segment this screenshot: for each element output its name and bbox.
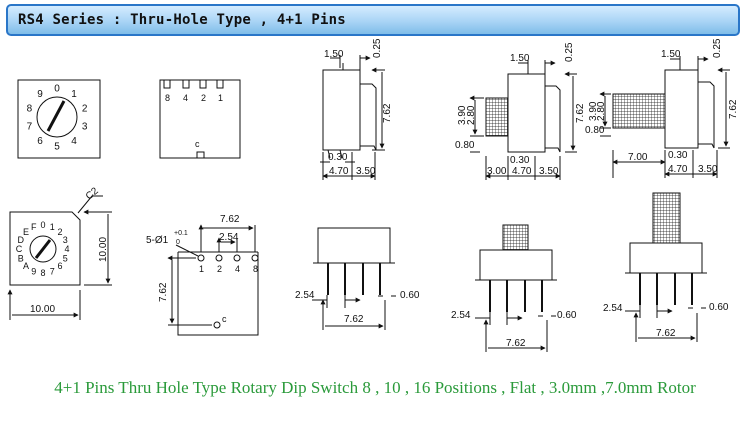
dim-right: 0.25 (372, 38, 383, 58)
dial-digit: 3 (63, 235, 68, 245)
footprint-pin-1: 1 (199, 264, 204, 274)
dial-digit: 4 (64, 244, 69, 254)
dim-width: 7.62 (506, 338, 526, 349)
pcb-footprint: 7.62 2.54 7.62 5-Ø1 +0.1 0 1 2 4 8 c (146, 214, 259, 336)
dim-pin: 0.60 (557, 310, 577, 321)
hole-label: 5-Ø1 (146, 235, 169, 246)
dim-top: 1.50 (510, 53, 530, 64)
dial-digit: C (16, 244, 23, 254)
dial-digit: 8 (27, 104, 33, 115)
dim-w1: 4.70 (668, 164, 688, 175)
dim-pitch: 2.54 (603, 303, 623, 314)
dim-w2: 3.50 (356, 166, 376, 177)
dial-digit: 1 (71, 89, 77, 100)
footprint-pin-4: 4 (235, 264, 240, 274)
dim-act1: 3.90 (457, 105, 468, 125)
dim-pin: 0.30 (328, 152, 348, 163)
dim-width: 7.62 (344, 314, 364, 325)
dial-digit: 0 (40, 220, 45, 230)
footprint-common: c (222, 314, 227, 324)
pin-label-4: 4 (183, 93, 188, 103)
dim-pitch: 2.54 (451, 310, 471, 321)
dim-pitch: 2.54 (295, 290, 315, 301)
dial-digit: 5 (54, 142, 60, 153)
dim-height: 7.62 (382, 103, 393, 123)
dial-digit: A (23, 261, 29, 271)
dim-rotor: 3.00 (487, 166, 507, 177)
dim-left: 0.80 (585, 125, 605, 136)
footer-caption: 4+1 Pins Thru Hole Type Rotary Dip Switc… (54, 378, 696, 397)
dim-pin: 0.60 (400, 290, 420, 301)
common-label: c (195, 139, 200, 149)
dim-act2: 2.80 (466, 105, 477, 125)
dial-digit: B (18, 253, 24, 263)
footprint-pin-8: 8 (253, 264, 258, 274)
dial-digit: 0 (54, 84, 60, 95)
front-view-7mm: 2.54 7.62 0.60 (603, 192, 729, 342)
dim-act1: 3.90 (588, 101, 599, 121)
hole-tol-plus: +0.1 (174, 230, 188, 237)
front-view-flat: 2.54 7.62 0.60 (295, 227, 420, 330)
pin-label-2: 2 (201, 93, 206, 103)
dim-w2: 3.50 (539, 166, 559, 177)
dial-digit: F (31, 222, 37, 232)
dim-width: 10.00 (30, 304, 55, 315)
dim-w2: 3.50 (698, 164, 718, 175)
dim-top: 1.50 (324, 49, 344, 60)
side-view-3mm: 1.50 0.25 7.62 3.90 2.80 0.80 0.30 3.00 … (455, 42, 586, 180)
dim-pin: 0.60 (709, 302, 729, 313)
dial-digit: 6 (57, 261, 62, 271)
pin-side-view: 8 4 2 1 c (159, 79, 241, 159)
chamfer-label: C2 (84, 185, 101, 202)
dial-digit: 9 (37, 89, 43, 100)
dial-digit: 3 (82, 122, 88, 133)
dim-height: 7.62 (728, 99, 739, 119)
dial-digit: 6 (37, 136, 43, 147)
side-view-7mm: 1.50 0.25 7.62 3.90 2.80 0.80 0.30 7.00 … (585, 38, 739, 178)
dim-left: 0.80 (455, 140, 475, 151)
dim-right: 0.25 (712, 38, 723, 58)
hole-tol-minus: 0 (176, 239, 180, 246)
dim-pitch-2: 2.54 (219, 232, 239, 243)
dial-digit: 1 (50, 222, 55, 232)
front-view-3mm: 2.54 7.62 0.60 (451, 224, 577, 352)
dim-w1: 4.70 (512, 166, 532, 177)
dim-pin: 0.30 (668, 150, 688, 161)
title-bar: RS4 Series : Thru-Hole Type , 4+1 Pins (6, 4, 740, 36)
dim-right: 0.25 (564, 42, 575, 62)
dim-height: 7.62 (575, 103, 586, 123)
dim-pitch-v: 7.62 (158, 282, 169, 302)
dial-digit: 2 (82, 104, 88, 115)
dial-digit: 9 (31, 266, 36, 276)
dim-act2: 2.80 (596, 101, 607, 121)
side-view-flat: 1.50 0.25 7.62 0.30 4.70 3.50 (320, 38, 393, 180)
dial-digit: 7 (27, 122, 33, 133)
dim-width: 7.62 (656, 328, 676, 339)
dial-digit: 4 (71, 136, 77, 147)
dial-digit: 5 (63, 253, 68, 263)
dial-digit: 8 (40, 268, 45, 278)
footprint-pin-2: 2 (217, 264, 222, 274)
dim-pitch-h: 7.62 (220, 214, 240, 225)
pin-label-1: 1 (218, 93, 223, 103)
dim-height: 10.00 (98, 237, 109, 262)
dim-rotor: 7.00 (628, 152, 648, 163)
dial-digit: 7 (50, 266, 55, 276)
dim-pin: 0.30 (510, 155, 530, 166)
dial-digit: E (23, 227, 29, 237)
dim-w1: 4.70 (329, 166, 349, 177)
dial-digit: D (18, 235, 25, 245)
dim-top: 1.50 (661, 49, 681, 60)
dial-digit: 2 (57, 227, 62, 237)
pin-label-8: 8 (165, 93, 170, 103)
page-title: RS4 Series : Thru-Hole Type , 4+1 Pins (18, 12, 346, 28)
